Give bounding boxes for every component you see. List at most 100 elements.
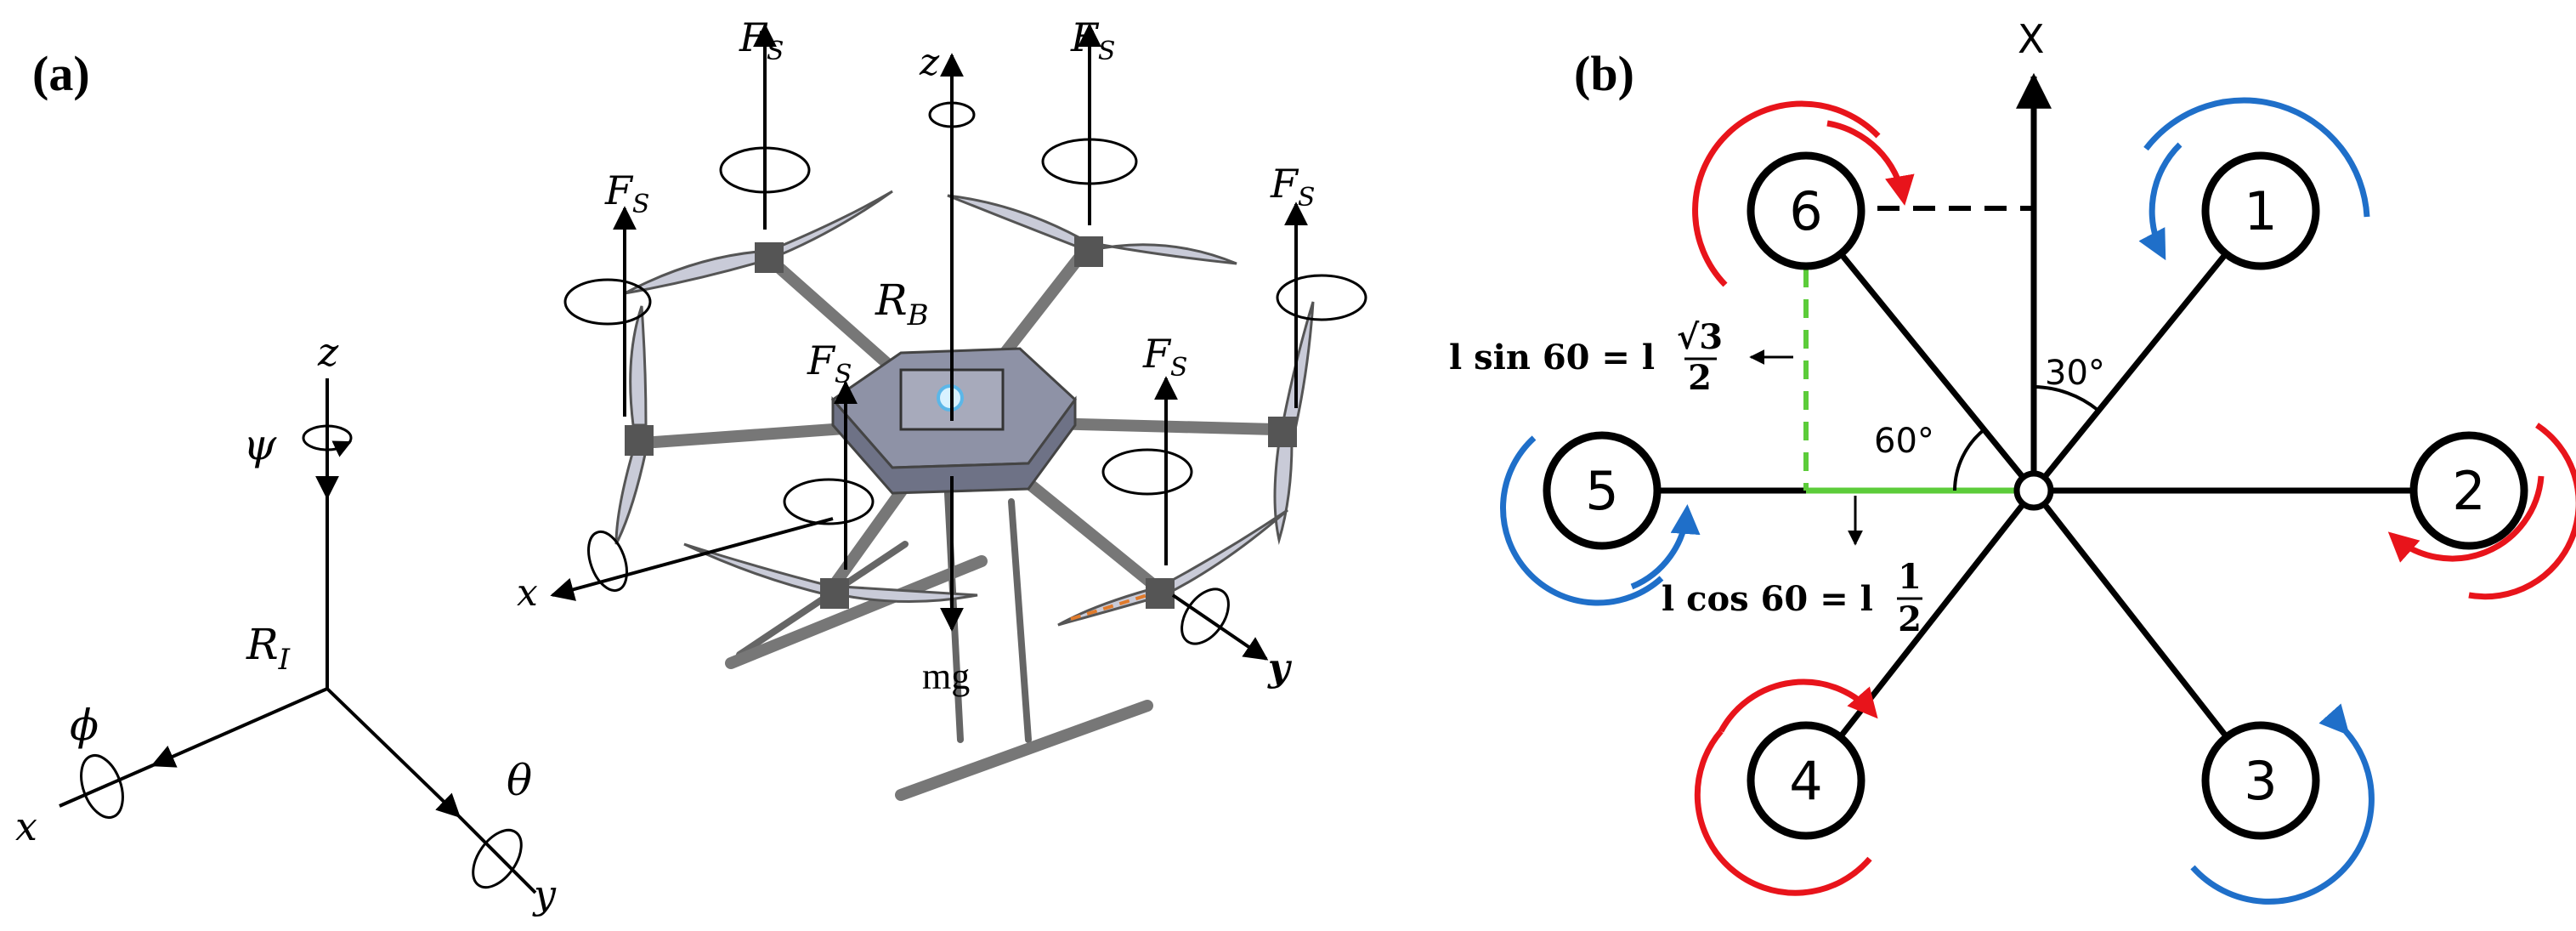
inertial-y-extension [457, 815, 537, 894]
yaw-rotation-icon [928, 101, 976, 128]
rotor-spin-icon [563, 278, 652, 326]
psi-label: ψ [243, 420, 277, 469]
body-x-label: x [517, 571, 538, 615]
thrust-label: FS [1270, 161, 1315, 213]
sin-equation: l sin 60 = l √3 2 [1449, 317, 1723, 398]
motor-3d [820, 578, 849, 609]
rotor-spin-icon [1101, 448, 1193, 496]
front-indicator-stripe [1070, 593, 1148, 621]
sin-equation-numerator: √3 [1677, 317, 1723, 357]
angle-60-label: 60° [1874, 422, 1934, 461]
propeller-blade [767, 190, 893, 262]
motor-3-label: 3 [2244, 750, 2277, 812]
propeller-blade [629, 305, 648, 427]
motor-2 [2409, 431, 2528, 550]
angle-30-label: 30° [2045, 354, 2105, 393]
body-y-label: y [1267, 646, 1293, 690]
arm-3 [2031, 488, 2263, 783]
body-frame-vectors: z mg x y RB FS FS FS FS FS [517, 14, 1367, 697]
phi-rotation-icon [80, 754, 124, 819]
propeller-blade [1158, 508, 1288, 598]
theta-rotation-icon [472, 828, 523, 889]
inertial-frame: z ψ ϕ x θ y RI [15, 329, 557, 917]
body-pitch-icon [1180, 588, 1230, 645]
psi-rotation-arrowhead [331, 440, 352, 457]
landing-skid-right [895, 700, 1153, 801]
inertial-z-label: z [317, 329, 339, 375]
thrust-vectors: FS FS FS FS FS FS [563, 14, 1367, 570]
motors-3d [625, 236, 1297, 609]
propeller-blade [614, 449, 648, 545]
motor-6 [1747, 151, 1865, 270]
motor-6-rotation-tail [1692, 100, 1881, 287]
landing-skid-left [725, 555, 988, 669]
psi-rotation-icon [302, 424, 353, 451]
motor-2-rotation-tail [2468, 423, 2576, 600]
theta-label: θ [507, 756, 532, 805]
panel-a-label: (a) [32, 46, 90, 101]
body-roll-icon [587, 530, 628, 593]
inertial-y-axis [326, 687, 461, 818]
motor-layout-diagram: X 30° 60° 1 2 3 4 5 6 [1449, 16, 2576, 905]
cos-equation-numerator: 1 [1898, 557, 1922, 597]
motor-5-label: 5 [1585, 460, 1618, 522]
motor-3d [755, 242, 784, 273]
cos-equation-denominator: 2 [1898, 599, 1922, 639]
sin-equation-denominator: 2 [1688, 358, 1712, 398]
propeller-blade [1273, 440, 1294, 545]
inertial-y-label: y [532, 871, 557, 917]
x-axis-label: X [2018, 16, 2045, 62]
propeller-blade [1282, 301, 1315, 427]
center-frame-side [831, 395, 1077, 495]
center-hub [2013, 470, 2054, 511]
motor-5 [1543, 431, 1662, 550]
motor-2-rotation-arrow [2387, 475, 2545, 563]
angle-30-arc [2033, 385, 2099, 412]
inertial-frame-label: RI [246, 620, 291, 677]
thrust-label: FS [739, 14, 784, 66]
thrust-label: FS [1142, 331, 1187, 383]
rotor-spin-icon [719, 146, 811, 194]
panel-b-label: (b) [1574, 46, 1634, 101]
motor-3 [2201, 721, 2320, 840]
body-frame-label: RB [875, 275, 929, 332]
motor-3d [625, 425, 654, 456]
motor-1-rotation-arrow [2138, 142, 2183, 261]
motor-3-rotation-arrow [2190, 703, 2375, 905]
hexacopter-illustration [614, 190, 1315, 801]
propeller-blade [947, 194, 1090, 253]
motor-4-rotation-tail [1694, 729, 1872, 896]
rotor-spin-icon [1276, 274, 1367, 321]
thrust-label: FS [807, 338, 852, 389]
body-z-label: z [919, 41, 940, 84]
motor-5-rotation-arrow [1630, 504, 1701, 590]
motor-3d [1074, 236, 1103, 267]
propeller-blade [1086, 241, 1237, 265]
weight-label: mg [922, 656, 970, 697]
motor-1-label: 1 [2244, 180, 2277, 242]
phi-label: ϕ [70, 701, 99, 750]
landing-leg-right [1008, 498, 1032, 743]
arm-4 [1803, 488, 2036, 783]
motor-1 [2201, 151, 2320, 270]
rotor-spin-icon [783, 478, 875, 525]
propeller-blade [840, 585, 978, 603]
rotor-spin-icon [1041, 138, 1138, 185]
motor-2-label: 2 [2452, 460, 2485, 522]
arm-6 [1803, 208, 2036, 493]
motor-1-rotation-tail [2143, 97, 2370, 218]
propeller-blade [624, 249, 771, 295]
motor-4-rotation-arrow [1718, 678, 1878, 733]
motor-3d [1268, 417, 1297, 447]
inertial-x-label: x [15, 803, 37, 849]
motor-3d [1146, 578, 1175, 609]
arm-1 [2031, 208, 2263, 493]
motor-6-rotation-arrow [1826, 120, 1915, 206]
thrust-label: FS [1070, 14, 1115, 66]
motor-4-label: 4 [1789, 750, 1822, 812]
motor-6-label: 6 [1789, 180, 1822, 242]
propellers [614, 190, 1315, 627]
motor-4 [1747, 721, 1865, 840]
thrust-label: FS [604, 167, 649, 219]
